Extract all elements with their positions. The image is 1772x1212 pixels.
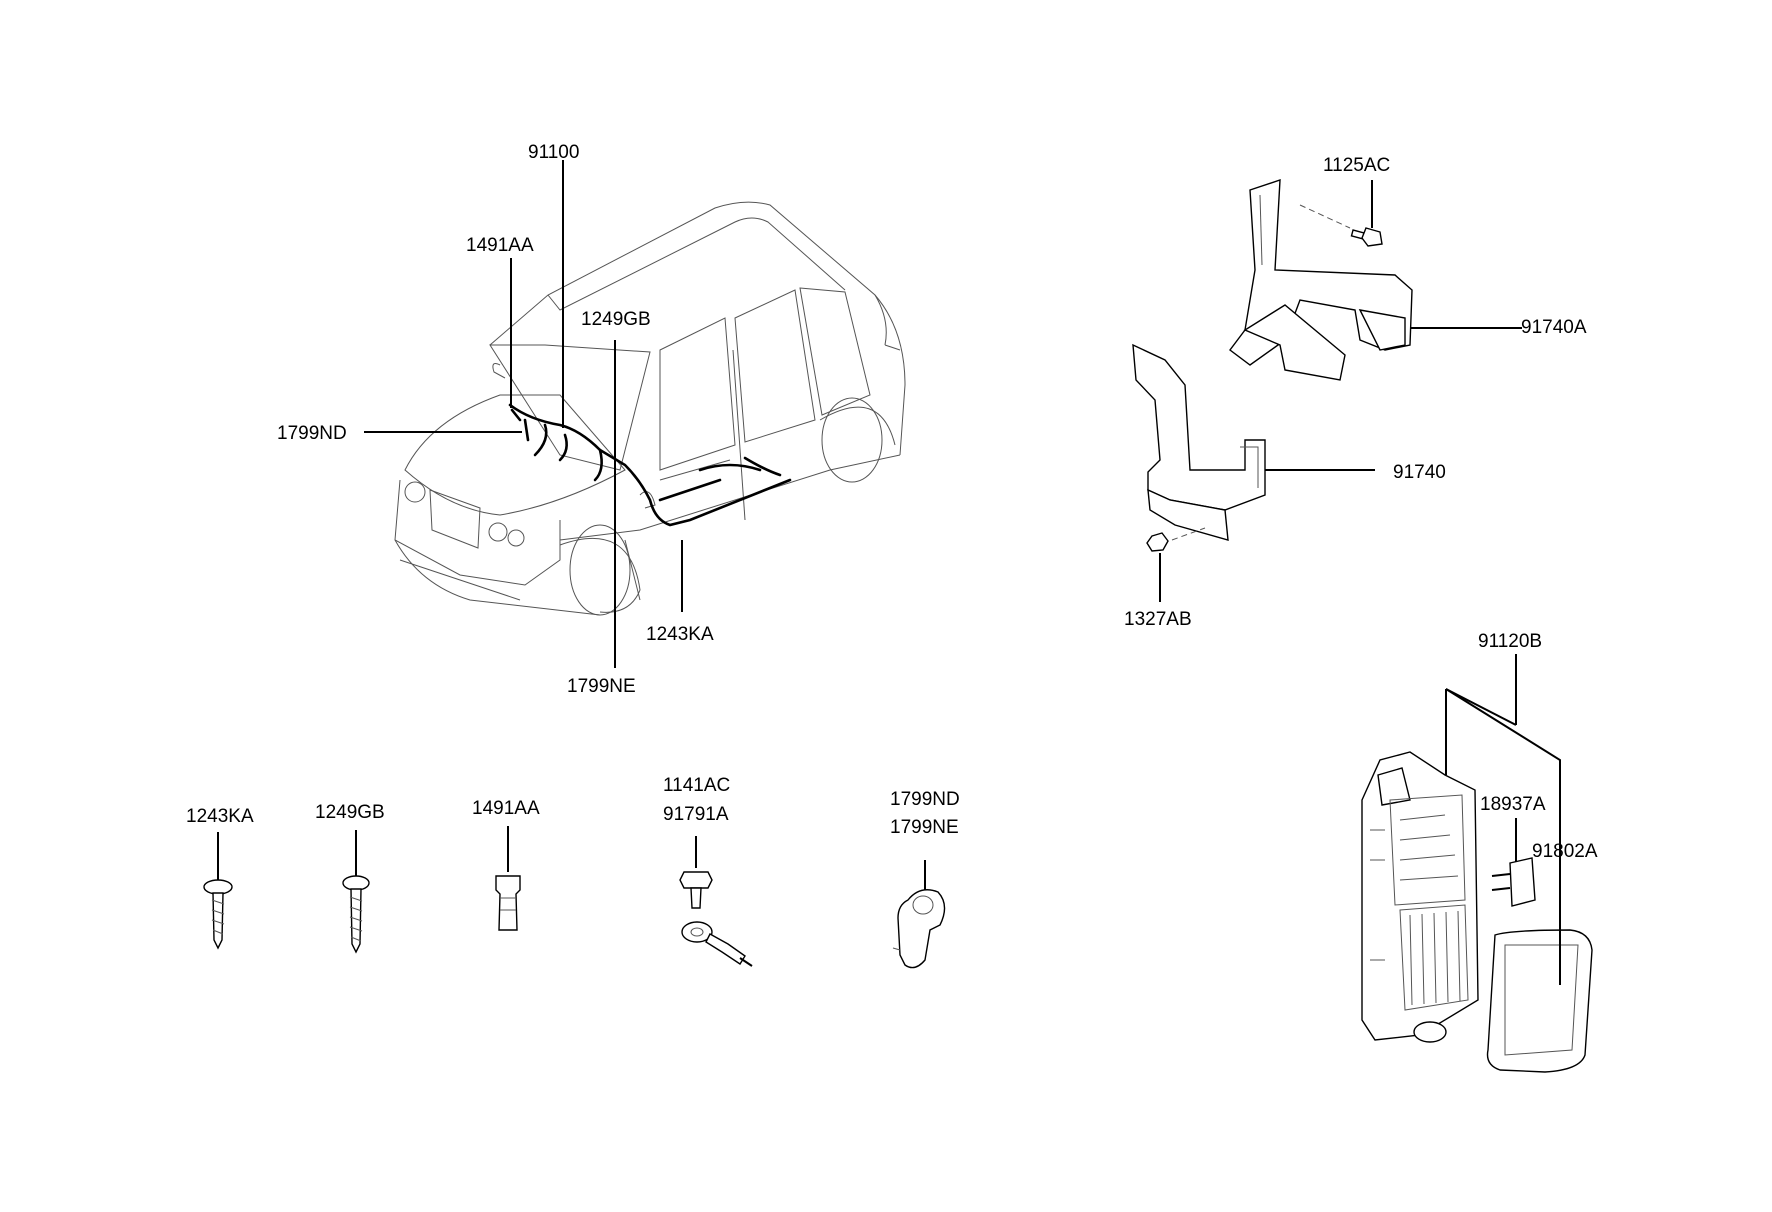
screw-1249GB — [342, 830, 370, 954]
hardware-label-1491AA: 1491AA — [472, 798, 540, 819]
hardware-label-1249GB: 1249GB — [315, 802, 385, 823]
bolt-1125AC — [1299, 204, 1383, 247]
junction-box-91120B — [1361, 751, 1479, 1043]
clamp-1799ND-1799NE — [892, 860, 946, 969]
callout-1799ND: 1799ND — [277, 423, 347, 444]
hardware-label-1799NE: 1799NE — [890, 817, 959, 838]
callout-1125AC: 1125AC — [1323, 155, 1390, 176]
hardware-label-1243KA: 1243KA — [186, 806, 254, 827]
vehicle-leaders — [364, 160, 683, 668]
callout-91120B: 91120B — [1478, 631, 1542, 652]
nut-1327AB — [1146, 527, 1206, 552]
callout-1491AA: 1491AA — [466, 235, 534, 256]
callout-91802A: 91802A — [1532, 841, 1598, 862]
hardware-label-1799ND: 1799ND — [890, 789, 960, 810]
junction-box-leaders — [1445, 654, 1561, 985]
cover-91802A — [1486, 929, 1593, 1073]
bracket-91740A — [1229, 179, 1413, 381]
bolt-1141AC — [679, 836, 713, 909]
callout-1799NE: 1799NE — [567, 676, 636, 697]
callout-1243KA: 1243KA — [646, 624, 714, 645]
callout-18937A: 18937A — [1480, 794, 1546, 815]
bracket-leaders — [1159, 180, 1522, 602]
clip-1491AA — [495, 826, 521, 931]
vehicle-illustration — [394, 201, 906, 616]
screw-1243KA — [203, 832, 233, 950]
bracket-91740 — [1132, 343, 1266, 541]
ground-terminal-91791A — [681, 921, 753, 967]
callout-91740: 91740 — [1393, 462, 1446, 483]
hardware-label-1141AC: 1141AC — [663, 775, 730, 796]
relay-18937A — [1491, 857, 1536, 907]
callout-91740A: 91740A — [1521, 317, 1587, 338]
callout-1249GB: 1249GB — [581, 309, 651, 330]
hardware-label-91791A: 91791A — [663, 804, 729, 825]
callout-1327AB: 1327AB — [1124, 609, 1192, 630]
callout-91100: 91100 — [528, 142, 579, 163]
